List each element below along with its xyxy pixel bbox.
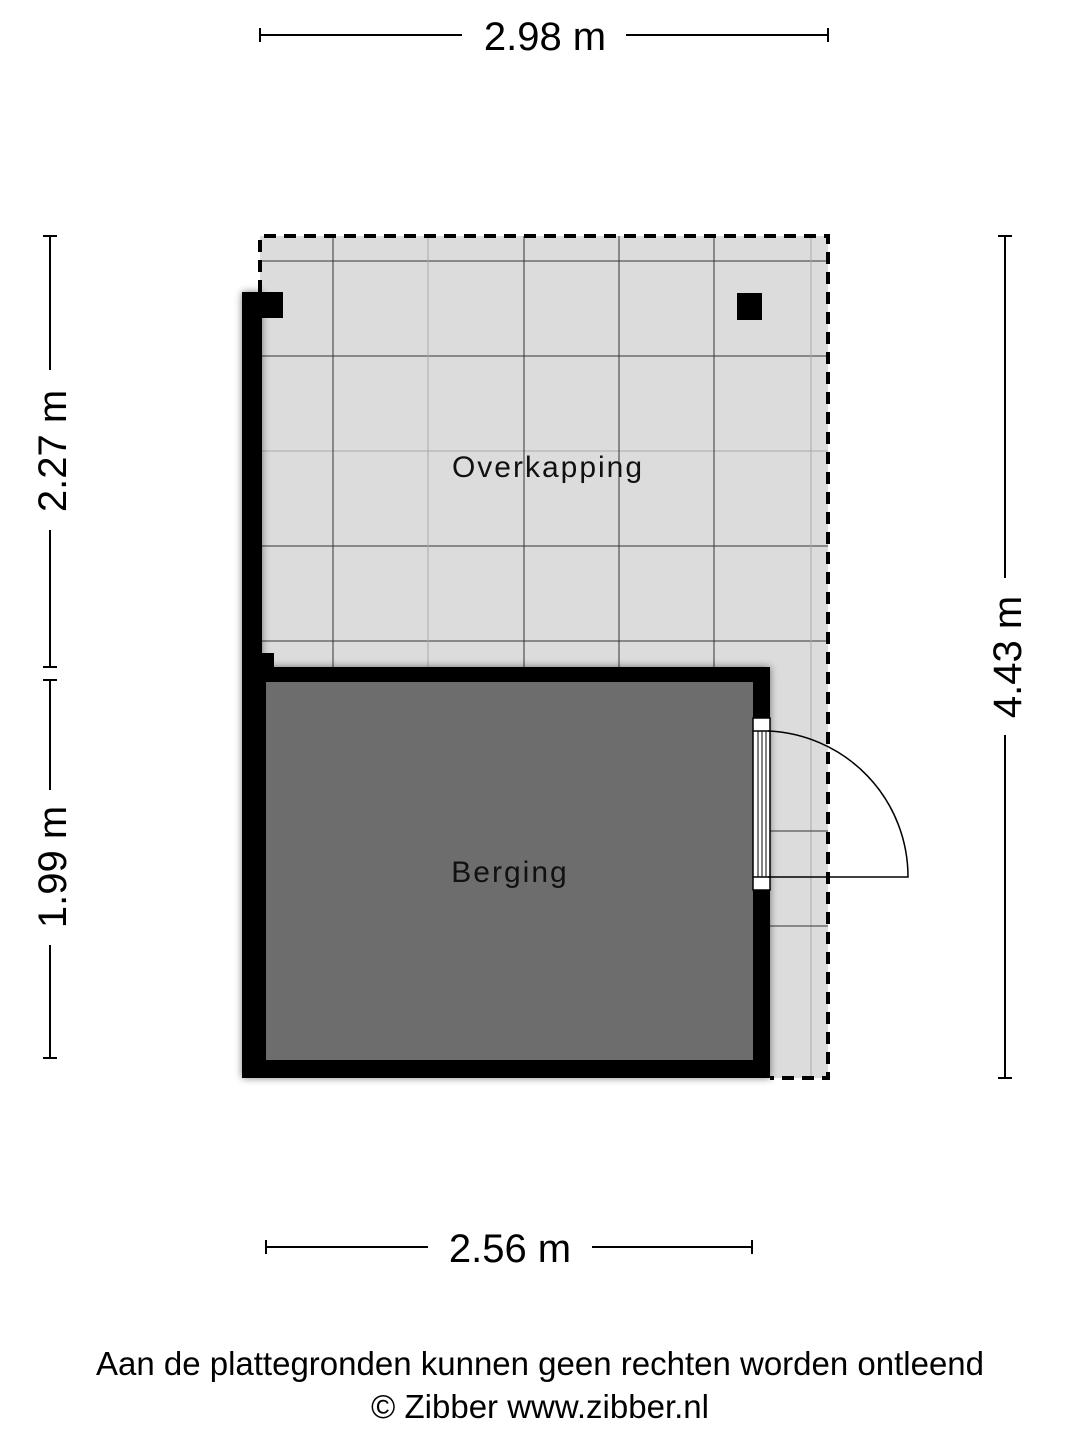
pillar [262, 292, 283, 318]
pillar [737, 293, 762, 320]
dimension-lines [43, 28, 1012, 1254]
copyright-text: © Zibber www.zibber.nl [371, 1388, 709, 1425]
dimension-left-upper: 2.27 m [31, 390, 75, 512]
dimension-bottom-width: 2.56 m [449, 1227, 571, 1271]
dimension-left-lower: 1.99 m [31, 806, 75, 928]
dimension-top-width: 2.98 m [484, 15, 606, 59]
dimension-right-total: 4.43 m [986, 596, 1030, 718]
room-label-berging: Berging [451, 856, 568, 889]
door [752, 717, 909, 891]
overkapping-outline [258, 234, 830, 1080]
disclaimer-text: Aan de plattegronden kunnen geen rechten… [95, 1345, 985, 1382]
room-label-overkapping: Overkapping [452, 451, 644, 484]
wall-stub [262, 653, 274, 667]
floor-grid [260, 236, 828, 1078]
